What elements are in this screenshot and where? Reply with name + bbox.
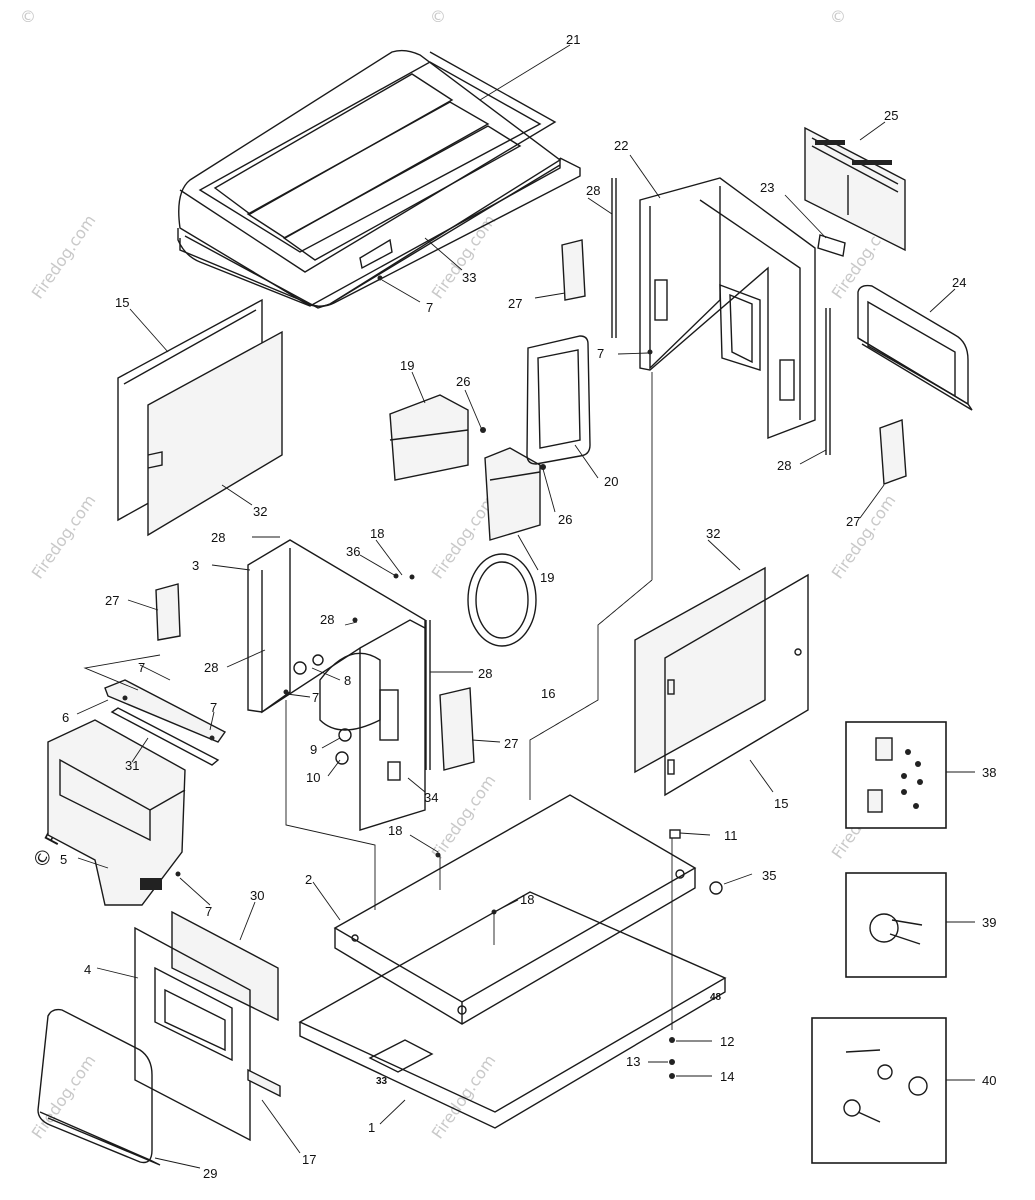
part-side-panel-right (634, 566, 809, 797)
callout-15: 15 (774, 796, 788, 811)
callout-26: 26 (558, 512, 572, 527)
callout-17: 17 (302, 1152, 316, 1167)
kit-box-38 (845, 721, 975, 829)
callout-30: 30 (250, 888, 264, 903)
callout-33: 33 (462, 270, 476, 285)
part-burner-assembly (47, 719, 186, 906)
callout-8: 8 (344, 673, 351, 688)
part-rear-frame (857, 284, 973, 411)
callout-10: 10 (306, 770, 320, 785)
watermark-text: Firedog.com (28, 491, 100, 582)
callout-7: 7 (597, 346, 604, 361)
watermark-text: Firedog.com (428, 211, 500, 302)
part-top-cover (177, 49, 581, 309)
base-stamp-left: 33 (376, 1076, 388, 1087)
callout-1: 1 (368, 1120, 375, 1135)
callout-18: 18 (520, 892, 534, 907)
part-front-cabinet (247, 539, 426, 831)
callout-26: 26 (456, 374, 470, 389)
part-side-panel-left (117, 298, 283, 537)
callout-14: 14 (720, 1069, 734, 1084)
callout-25: 25 (884, 108, 898, 123)
kit-box-40 (811, 1017, 975, 1164)
watermark-text: Firedog.com (428, 771, 500, 862)
callout-13: 13 (626, 1054, 640, 1069)
part-rear-grille-panel (804, 126, 906, 252)
callout-27: 27 (508, 296, 522, 311)
callout-19: 19 (540, 570, 554, 585)
callout-28: 28 (586, 183, 600, 198)
callout-22: 22 (614, 138, 628, 153)
part-bracket (104, 679, 227, 766)
callout-28: 28 (211, 530, 225, 545)
callout-28: 28 (777, 458, 791, 473)
part-ring (467, 553, 537, 647)
watermark-text: Firedog.com (28, 211, 100, 302)
callout-3: 3 (192, 558, 199, 573)
watermark-layer: © © © Firedog.com Firedog.com Firedog.co… (20, 7, 899, 1142)
callout-27: 27 (105, 593, 119, 608)
callout-labels: 21 33 7 22 28 27 7 25 23 24 28 27 15 32 … (60, 32, 996, 1181)
kit-box-39 (845, 872, 975, 978)
callout-15: 15 (115, 295, 129, 310)
callout-40: 40 (982, 1073, 996, 1088)
leader-lines (76, 44, 956, 1169)
watermark-copyright: © (20, 7, 36, 26)
callout-20: 20 (604, 474, 618, 489)
callout-39: 39 (982, 915, 996, 930)
part-hardware (122, 275, 723, 1079)
guide-lines (83, 372, 673, 1030)
callout-7: 7 (312, 690, 319, 705)
callout-27: 27 (504, 736, 518, 751)
callout-11: 11 (724, 828, 738, 843)
callout-18: 18 (388, 823, 402, 838)
callout-7: 7 (138, 660, 145, 675)
callout-32: 32 (253, 504, 267, 519)
callout-5: 5 (60, 852, 67, 867)
callout-31: 31 (125, 758, 139, 773)
callout-7: 7 (426, 300, 433, 315)
callout-9: 9 (310, 742, 317, 757)
callout-24: 24 (952, 275, 966, 290)
callout-32: 32 (706, 526, 720, 541)
callout-27: 27 (846, 514, 860, 529)
callout-6: 6 (62, 710, 69, 725)
part-duct (389, 394, 546, 541)
callout-7: 7 (205, 904, 212, 919)
base-stamp-right: 48 (710, 992, 722, 1003)
watermark-copyright: © (830, 7, 846, 26)
callout-19: 19 (400, 358, 414, 373)
callout-28: 28 (478, 666, 492, 681)
part-front-cover (37, 1008, 161, 1166)
part-vent (155, 239, 907, 771)
callout-38: 38 (982, 765, 996, 780)
watermark-text: Firedog.com (828, 491, 900, 582)
callout-12: 12 (720, 1034, 734, 1049)
part-deck (333, 794, 697, 1025)
part-rear-cabinet (639, 177, 816, 440)
callout-16: 16 (541, 686, 555, 701)
callout-34: 34 (424, 790, 438, 805)
callout-28: 28 (320, 612, 334, 627)
part-base (298, 891, 727, 1129)
part-access-panel (134, 910, 281, 1142)
callout-23: 23 (760, 180, 774, 195)
callout-4: 4 (84, 962, 91, 977)
callout-36: 36 (346, 544, 360, 559)
callout-18: 18 (370, 526, 384, 541)
callout-21: 21 (566, 32, 580, 47)
callout-28: 28 (204, 660, 218, 675)
part-clip (817, 234, 846, 257)
watermark-text: Firedog.com (28, 1051, 100, 1142)
watermark-copyright: © (430, 7, 446, 26)
callout-29: 29 (203, 1166, 217, 1181)
callout-7: 7 (210, 700, 217, 715)
callout-2: 2 (305, 872, 312, 887)
part-gasket-frame (526, 335, 591, 465)
callout-35: 35 (762, 868, 776, 883)
